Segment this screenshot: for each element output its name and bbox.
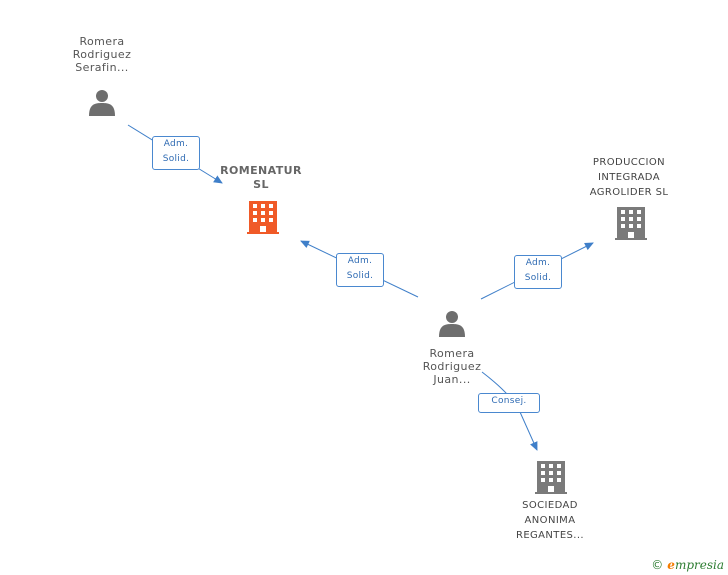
- edge-label-juan-produccion[interactable]: Adm. Solid.: [514, 255, 562, 289]
- node-label-line: Romera: [79, 35, 125, 48]
- node-label-line: ROMENATUR: [220, 164, 302, 177]
- copyright-icon: ©: [651, 558, 664, 572]
- node-label-line: INTEGRADA: [598, 172, 660, 183]
- node-label-line: Rodriguez: [72, 48, 132, 61]
- edge-label-line: Solid.: [524, 273, 552, 283]
- node-label-juan[interactable]: Romera Rodriguez Juan...: [402, 347, 502, 386]
- edge-label-juan-sociedad[interactable]: Consej.: [478, 393, 540, 413]
- node-label-line: REGANTES...: [515, 530, 585, 541]
- node-label-line: Serafin...: [75, 61, 129, 74]
- edge-label-line: Adm.: [163, 139, 189, 149]
- edge-label-line: Consej.: [491, 396, 527, 406]
- building-icon[interactable]: [615, 207, 647, 240]
- building-icon[interactable]: [247, 201, 279, 234]
- edge-label-line: Solid.: [346, 271, 374, 281]
- edge-label-line: Solid.: [162, 154, 190, 164]
- node-label-line: ANONIMA: [524, 515, 576, 526]
- node-label-produccion[interactable]: PRODUCCION INTEGRADA AGROLIDER SL: [568, 155, 690, 200]
- node-label-line: PRODUCCION: [592, 157, 666, 168]
- edge-label-juan-romenatur[interactable]: Adm. Solid.: [336, 253, 384, 287]
- brand-name: mpresia: [674, 558, 724, 572]
- node-label-line: Rodriguez: [422, 360, 482, 373]
- edge-label-line: Adm.: [525, 258, 551, 268]
- node-label-romenatur[interactable]: ROMENATUR SL: [211, 164, 311, 192]
- node-label-serafin[interactable]: Romera Rodriguez Serafin...: [52, 35, 152, 74]
- node-label-line: SOCIEDAD: [522, 500, 578, 511]
- edge-label-line: Adm.: [347, 256, 373, 266]
- node-label-line: Juan...: [433, 373, 471, 386]
- person-icon[interactable]: [89, 90, 115, 116]
- node-label-line: Romera: [429, 347, 475, 360]
- node-label-line: AGROLIDER SL: [589, 187, 669, 198]
- person-icon[interactable]: [439, 311, 465, 337]
- node-label-line: SL: [253, 178, 269, 191]
- brand-e: e: [667, 558, 675, 572]
- edge-label-serafin-romenatur[interactable]: Adm. Solid.: [152, 136, 200, 170]
- empresia-logo[interactable]: ©empresia: [651, 558, 724, 572]
- building-icon[interactable]: [535, 461, 567, 494]
- node-label-sociedad[interactable]: SOCIEDAD ANONIMA REGANTES...: [498, 498, 602, 543]
